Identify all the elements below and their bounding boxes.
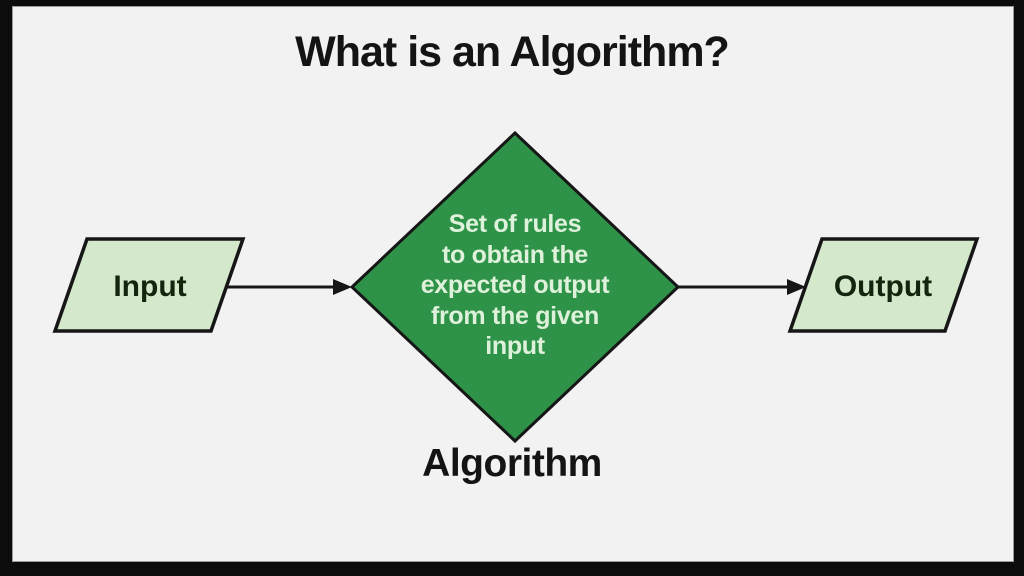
diamond-description-line: from the given bbox=[430, 301, 600, 330]
input-parallelogram-shape bbox=[52, 237, 246, 333]
diamond-to-output-arrowhead-icon bbox=[787, 279, 806, 295]
algorithm-caption: Algorithm bbox=[422, 442, 602, 485]
output-parallelogram-shape bbox=[787, 237, 980, 333]
diamond-description-line: Set of rules bbox=[448, 210, 582, 238]
input-to-diamond-arrowhead-icon bbox=[333, 279, 352, 295]
diamond-description: Set of rules to obtain the expected outp… bbox=[395, 209, 635, 362]
diamond-description-line: input bbox=[485, 332, 545, 360]
page-title: What is an Algorithm? bbox=[295, 28, 730, 76]
output-shape-label: Output bbox=[833, 270, 933, 303]
input-shape-label: Input bbox=[113, 270, 187, 303]
diamond-description-line: to obtain the bbox=[441, 240, 589, 269]
algorithm-diamond-shape bbox=[349, 130, 681, 444]
diamond-description-line: expected output bbox=[420, 271, 610, 299]
